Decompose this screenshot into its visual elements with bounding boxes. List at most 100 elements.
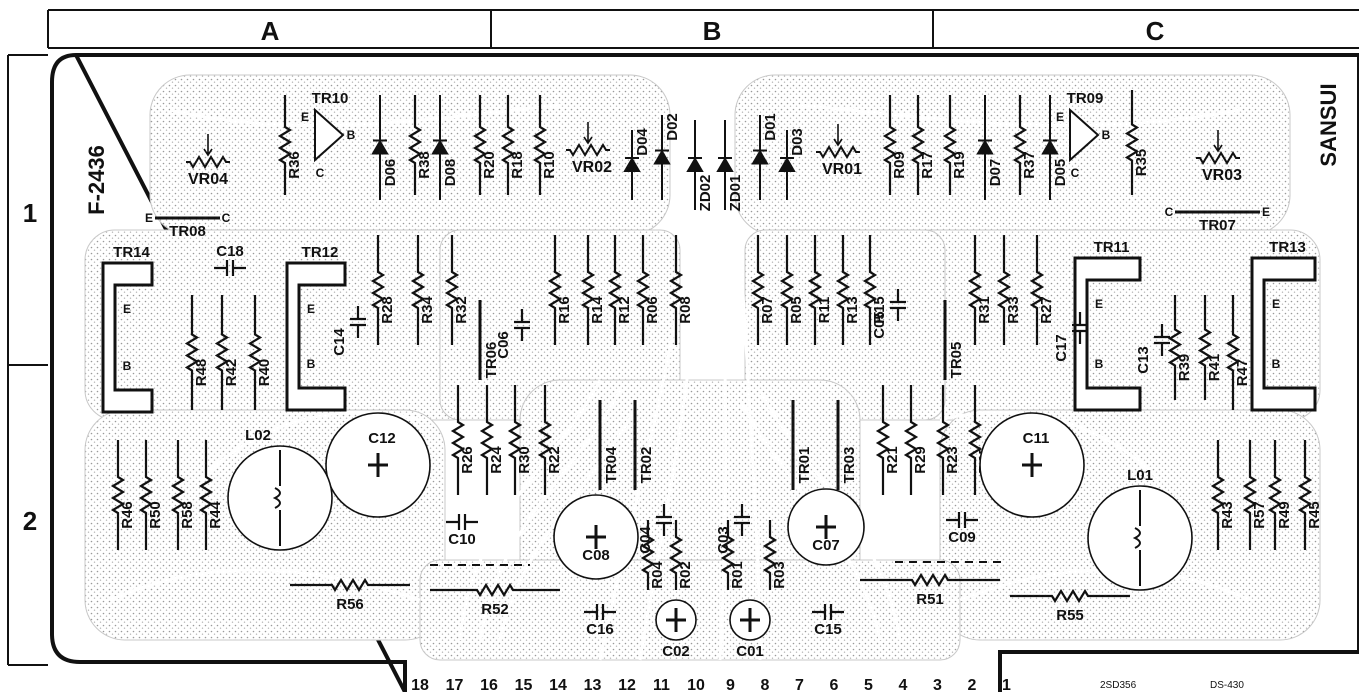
pin-letter: C bbox=[1165, 205, 1174, 219]
resistor-r46 bbox=[110, 440, 126, 550]
resistor-r58 bbox=[170, 440, 186, 550]
connector-pin-13: 13 bbox=[584, 677, 602, 692]
resistor-r23 bbox=[935, 385, 951, 495]
resistor-label-r26: R26 bbox=[459, 446, 476, 474]
connector-pin-2: 2 bbox=[968, 677, 977, 692]
resistor-r10 bbox=[532, 95, 548, 195]
resistor-r41 bbox=[1197, 295, 1213, 400]
pin-letter-e: E bbox=[307, 302, 315, 316]
resistor-label-r56: R56 bbox=[336, 596, 364, 613]
resistor-r05 bbox=[779, 235, 795, 345]
resistor-r35 bbox=[1124, 90, 1140, 195]
resistor-label-r10: R10 bbox=[541, 151, 558, 179]
diode-d08 bbox=[431, 139, 449, 155]
capacitor-label-c03: C03 bbox=[715, 526, 732, 554]
capacitor-label-c16: C16 bbox=[586, 621, 614, 638]
diode-label-d08: D08 bbox=[442, 159, 459, 187]
resistor-label-r20: R20 bbox=[481, 151, 498, 179]
resistor-r25 bbox=[967, 385, 983, 495]
transistor-label-tr02: TR02 bbox=[638, 447, 655, 484]
resistor-label-r42: R42 bbox=[223, 359, 240, 387]
resistor-label-r12: R12 bbox=[616, 296, 633, 324]
resistor-r07 bbox=[750, 235, 766, 345]
resistor-r30 bbox=[507, 385, 523, 495]
resistor-r08 bbox=[668, 235, 684, 345]
transistor-label-tr10: TR10 bbox=[312, 90, 349, 107]
capacitor-c17 bbox=[1072, 312, 1088, 344]
coil-l02 bbox=[227, 445, 333, 551]
trimmer-label-vr01: VR01 bbox=[822, 161, 862, 178]
connector-pin-6: 6 bbox=[830, 677, 839, 692]
pin-letter-b: B bbox=[347, 128, 356, 142]
resistor-label-r18: R18 bbox=[509, 151, 526, 179]
resistor-label-r24: R24 bbox=[488, 446, 505, 474]
resistor-r38 bbox=[407, 95, 423, 195]
capacitor-label-c09: C09 bbox=[948, 529, 976, 546]
footer-part-b: DS-430 bbox=[1210, 680, 1244, 691]
resistor-label-r30: R30 bbox=[516, 446, 533, 474]
diode-d05 bbox=[1041, 139, 1059, 155]
transistor-label-tr07: TR07 bbox=[1199, 217, 1236, 234]
resistor-label-r52: R52 bbox=[481, 601, 509, 618]
resistor-r20 bbox=[472, 95, 488, 195]
resistor-label-r07: R07 bbox=[759, 296, 776, 324]
resistor-r21 bbox=[875, 385, 891, 495]
capacitor-c18 bbox=[214, 260, 246, 276]
resistor-r09 bbox=[882, 95, 898, 195]
diode-label-d07: D07 bbox=[987, 159, 1004, 187]
transistor-tr11 bbox=[1073, 256, 1142, 412]
resistor-label-r38: R38 bbox=[416, 151, 433, 179]
resistor-label-r13: R13 bbox=[844, 296, 861, 324]
resistor-label-r51: R51 bbox=[916, 591, 944, 608]
capacitor-label-c15: C15 bbox=[814, 621, 842, 638]
pin-letter: C bbox=[222, 211, 231, 225]
diode-d07 bbox=[976, 139, 994, 155]
transistor-label-tr13: TR13 bbox=[1269, 239, 1306, 256]
capacitor-c10 bbox=[446, 514, 478, 530]
coil-winding bbox=[272, 450, 281, 546]
connector-pin-8: 8 bbox=[761, 677, 770, 692]
pin-letter-e: E bbox=[1272, 297, 1280, 311]
resistor-label-r45: R45 bbox=[1306, 501, 1323, 529]
resistor-r57 bbox=[1242, 440, 1258, 550]
capacitor-label-c17: C17 bbox=[1053, 334, 1070, 362]
resistor-label-r57: R57 bbox=[1251, 501, 1268, 529]
resistor-r37 bbox=[1012, 95, 1028, 195]
resistor-label-r58: R58 bbox=[179, 501, 196, 529]
resistor-r16 bbox=[547, 235, 563, 345]
transistor-label-tr11: TR11 bbox=[1094, 239, 1130, 256]
resistor-r48 bbox=[184, 295, 200, 410]
coil-l01 bbox=[1087, 485, 1193, 591]
grid-column-c: C bbox=[1146, 16, 1165, 46]
resistor-label-r44: R44 bbox=[207, 501, 224, 529]
brand-label: SANSUI bbox=[1316, 83, 1341, 166]
electrolytic-label-c02: C02 bbox=[662, 643, 690, 660]
resistor-r01 bbox=[720, 520, 736, 590]
trimmer-arrow-icon bbox=[1213, 130, 1223, 153]
pin-letter-b: B bbox=[307, 357, 316, 371]
pin-letter-b: B bbox=[1272, 357, 1281, 371]
capacitor-c15 bbox=[812, 604, 844, 620]
resistor-r24 bbox=[479, 385, 495, 495]
resistor-r40 bbox=[247, 295, 263, 410]
resistor-label-r34: R34 bbox=[419, 296, 436, 324]
resistor-r56 bbox=[290, 577, 410, 593]
diode-d02 bbox=[653, 149, 671, 165]
pin-letter-b: B bbox=[123, 359, 132, 373]
resistor-label-r35: R35 bbox=[1133, 149, 1150, 177]
trimmer-label-vr03: VR03 bbox=[1202, 167, 1242, 184]
resistor-label-r29: R29 bbox=[912, 446, 929, 474]
transistor-label-tr04: TR04 bbox=[603, 446, 620, 483]
resistor-r52 bbox=[430, 582, 560, 598]
trimmer-vr01 bbox=[816, 145, 860, 159]
resistor-label-r48: R48 bbox=[193, 359, 210, 387]
diode-d04 bbox=[623, 157, 641, 172]
resistor-label-r01: R01 bbox=[729, 561, 746, 589]
trimmer-vr02 bbox=[566, 143, 610, 157]
resistor-r18 bbox=[500, 95, 516, 195]
resistor-r34 bbox=[410, 235, 426, 345]
diode-label-d04: D04 bbox=[634, 128, 651, 156]
diode-zd01 bbox=[716, 157, 734, 172]
